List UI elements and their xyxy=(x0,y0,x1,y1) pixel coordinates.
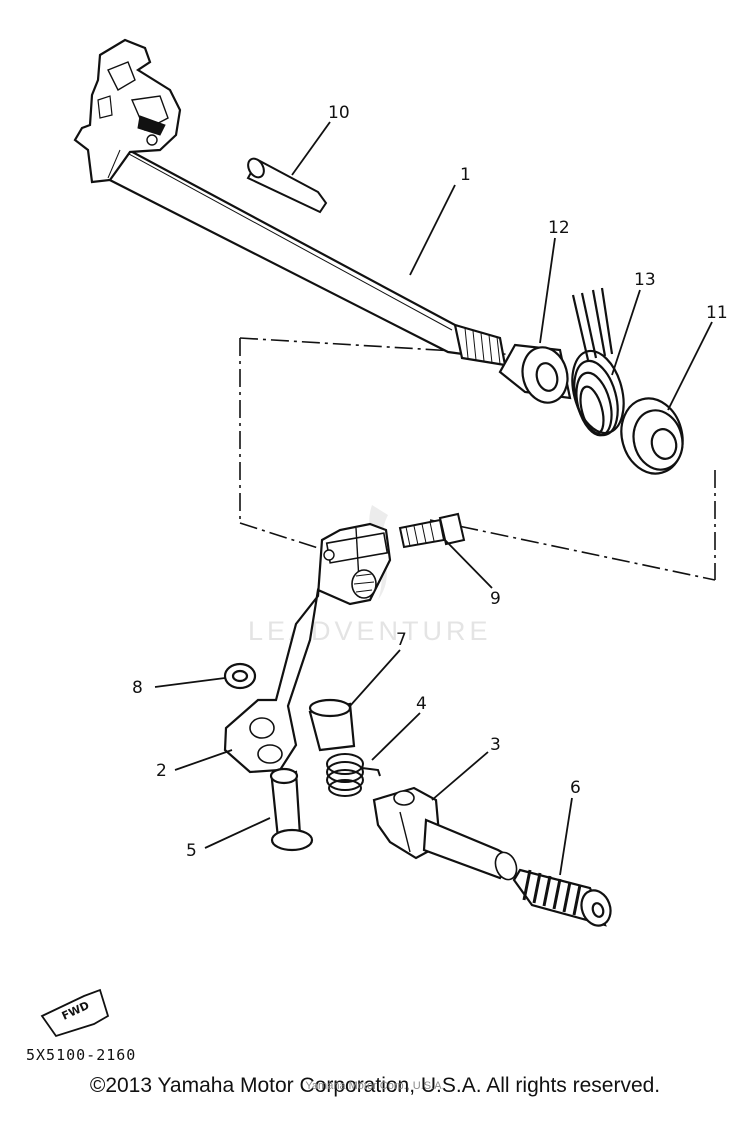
part-7-collar xyxy=(308,698,356,752)
callout-10: 10 xyxy=(328,103,350,123)
copyright-text: ©2013 Yamaha Motor Corporation, U.S.A. A… xyxy=(89,1074,661,1097)
callout-8: 8 xyxy=(132,678,143,698)
part-2-shift-arm xyxy=(223,522,392,774)
callout-12: 12 xyxy=(548,218,570,238)
callout-7: 7 xyxy=(396,630,407,650)
callout-5: 5 xyxy=(186,841,197,861)
callout-2: 2 xyxy=(156,761,167,781)
part-3-lever-pivot xyxy=(372,786,518,881)
callout-3: 3 xyxy=(490,735,501,755)
part-4-spring xyxy=(326,753,381,797)
watermark-text: LEADVENTURE xyxy=(248,616,492,646)
callout-6: 6 xyxy=(570,778,581,798)
part-9-bolt xyxy=(398,512,466,549)
callout-4: 4 xyxy=(416,694,427,714)
callout-11: 11 xyxy=(706,303,728,323)
part-8-washer xyxy=(223,662,257,690)
callout-numbers: 10 1 12 13 11 9 7 8 4 2 3 5 6 xyxy=(132,103,728,861)
part-11-oil-seal xyxy=(620,397,684,475)
part-12-collar xyxy=(498,343,572,404)
part-1-shift-shaft xyxy=(73,38,507,367)
part-10-dowel-pin xyxy=(246,157,328,214)
callout-1: 1 xyxy=(460,165,471,185)
leader-lines xyxy=(154,121,713,876)
drawing-code: 5X5100-2160 xyxy=(26,1046,136,1064)
callout-13: 13 xyxy=(634,270,656,290)
copyright-overlay: Yamaha Motor Corp., U.S.A. xyxy=(305,1080,445,1092)
part-6-rubber-grip xyxy=(512,868,612,927)
forward-arrow-icon: FWD xyxy=(40,988,110,1038)
part-5-pin xyxy=(269,767,314,852)
callout-9: 9 xyxy=(490,589,501,609)
part-13-torsion-spring xyxy=(571,287,625,437)
